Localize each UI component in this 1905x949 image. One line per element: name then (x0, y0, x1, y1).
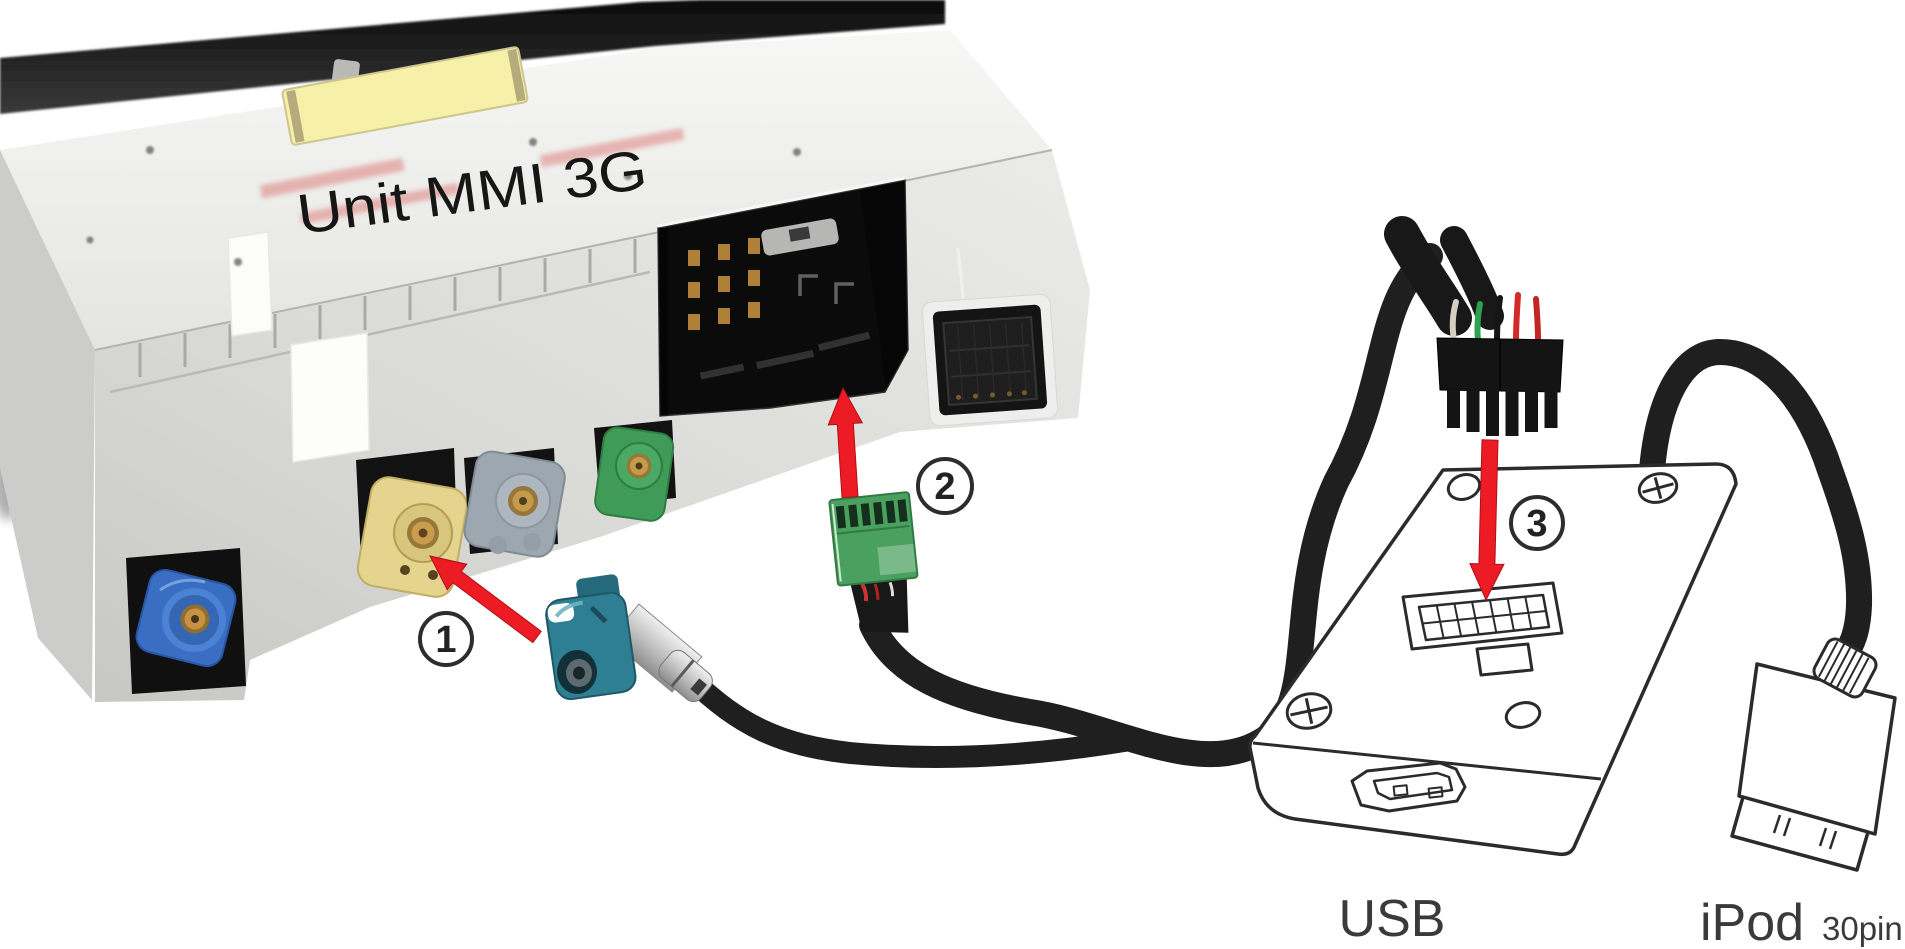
ipod-plug-tip (1730, 795, 1870, 872)
fakra-blue-socket (126, 548, 246, 694)
socket-gold-pins (688, 238, 760, 330)
ipod-pin-caption: 30pin (1822, 910, 1903, 947)
step-annotations: 1 2 3 (418, 386, 1565, 667)
svg-text:3: 3 (1526, 503, 1547, 545)
faded-red-print (259, 127, 685, 225)
connector-pin-fins (1447, 390, 1558, 436)
socket-bracket-marks (798, 274, 854, 304)
screw-top-right (1637, 472, 1679, 504)
harness-wires (1449, 292, 1541, 345)
usb-port (1350, 761, 1467, 813)
fakra-grey-socket (463, 448, 566, 558)
front-face-corrugations (138, 239, 637, 377)
aux-socket (922, 293, 1058, 427)
interface-box-group (1248, 339, 1897, 872)
pillar-highlight (956, 247, 965, 299)
white-tape-upper (227, 231, 273, 337)
svg-text:2: 2 (934, 466, 955, 508)
step-1-badge: 1 (418, 611, 474, 667)
step-3-badge: 3 (1509, 495, 1565, 551)
arrow-2 (827, 386, 864, 499)
usb-caption: USB (1339, 890, 1446, 948)
arrow-3 (1469, 439, 1505, 602)
box-crease (1252, 741, 1602, 781)
white-tape-lower (290, 332, 370, 463)
quadlock-plug (828, 491, 919, 633)
ipod-plug-tick-marks (1772, 814, 1838, 850)
front-face-seam (109, 270, 651, 394)
screw-bottom-left (1285, 692, 1333, 730)
mmi-unit-photo: Unit MMI 3G (0, 0, 1090, 702)
fakra-z-plug (545, 574, 713, 703)
unit-top-label (281, 46, 529, 146)
unit-left-face (0, 150, 95, 700)
molex-12pin-connector (1384, 216, 1564, 436)
svg-text:1: 1 (435, 619, 456, 661)
ipod-caption: iPod (1700, 894, 1804, 949)
arrow-1 (429, 555, 542, 644)
cable-strain-relief (1812, 637, 1878, 699)
fakra-plug-cable (679, 667, 1141, 768)
adapter-harness (545, 216, 1564, 768)
fakra-green-socket (594, 420, 676, 522)
box-grid-socket (1401, 581, 1564, 677)
ipod-cable (1639, 339, 1873, 669)
ipod-30pin-connector (1730, 637, 1897, 872)
step-2-badge: 2 (916, 457, 974, 515)
screw-dots (86, 138, 801, 266)
quadlock-socket (657, 176, 909, 417)
mount-hole-top-left (1446, 473, 1482, 501)
mount-hole-bottom-right (1504, 701, 1542, 729)
